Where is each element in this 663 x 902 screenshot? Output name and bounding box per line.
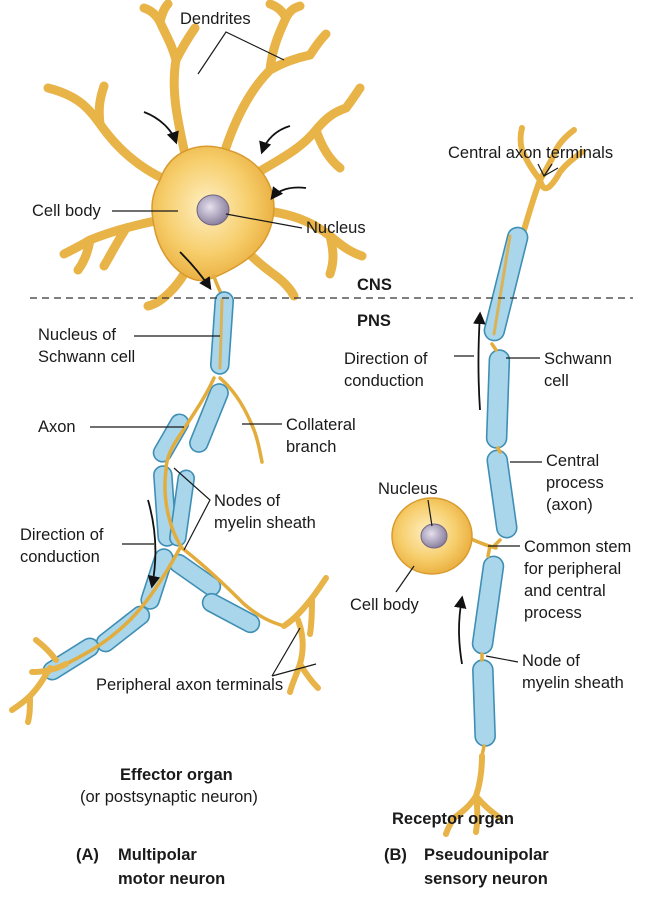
direction-label-a-1: Direction of xyxy=(20,526,104,544)
common-stem-label-4: process xyxy=(524,604,582,622)
schwann-nucleus-label-2: Schwann cell xyxy=(38,348,135,366)
direction-label-b-1: Direction of xyxy=(344,350,428,368)
pns-label: PNS xyxy=(357,312,391,330)
node-label-2: myelin sheath xyxy=(522,674,624,692)
nucleus-label-a: Nucleus xyxy=(306,219,366,237)
effector-organ-note: (or postsynaptic neuron) xyxy=(80,788,258,806)
direction-label-b-2: conduction xyxy=(344,372,424,390)
caption-a-2: motor neuron xyxy=(118,870,225,888)
receptor-organ-label: Receptor organ xyxy=(392,810,514,828)
nodes-label-1: Nodes of xyxy=(214,492,280,510)
caption-a-1: Multipolar xyxy=(118,846,197,864)
common-stem-label-3: and central xyxy=(524,582,606,600)
schwann-label-1: Schwann xyxy=(544,350,612,368)
nodes-label-2: myelin sheath xyxy=(214,514,316,532)
direction-label-a-2: conduction xyxy=(20,548,100,566)
nucleus-a xyxy=(197,195,229,225)
node-label-1: Node of xyxy=(522,652,580,670)
central-process-label-1: Central xyxy=(546,452,599,470)
caption-letter-a: (A) xyxy=(76,846,99,864)
peripheral-process-b xyxy=(471,546,504,756)
central-terminals-label: Central axon terminals xyxy=(448,144,613,162)
common-stem-label-1: Common stem xyxy=(524,538,631,556)
collateral-label-1: Collateral xyxy=(286,416,356,434)
dendrites-label: Dendrites xyxy=(180,10,251,28)
caption-letter-b: (B) xyxy=(384,846,407,864)
nucleus-b xyxy=(421,524,447,548)
cns-label: CNS xyxy=(357,276,392,294)
central-process-label-3: (axon) xyxy=(546,496,593,514)
caption-b-1: Pseudounipolar xyxy=(424,846,549,864)
peripheral-terminals xyxy=(12,578,326,722)
collateral-label-2: branch xyxy=(286,438,336,456)
schwann-label-2: cell xyxy=(544,372,569,390)
terminals-label-a: Peripheral axon terminals xyxy=(96,676,283,694)
axon-label-a: Axon xyxy=(38,418,76,436)
caption-b-2: sensory neuron xyxy=(424,870,548,888)
schwann-nucleus-label-1: Nucleus of xyxy=(38,326,116,344)
cell-body-label-a: Cell body xyxy=(32,202,102,220)
effector-organ-label: Effector organ xyxy=(120,766,233,784)
cell-body-label-b: Cell body xyxy=(350,596,420,614)
nucleus-label-b: Nucleus xyxy=(378,480,438,498)
common-stem-label-2: for peripheral xyxy=(524,560,621,578)
central-axon-b xyxy=(482,225,529,546)
central-process-label-2: process xyxy=(546,474,604,492)
